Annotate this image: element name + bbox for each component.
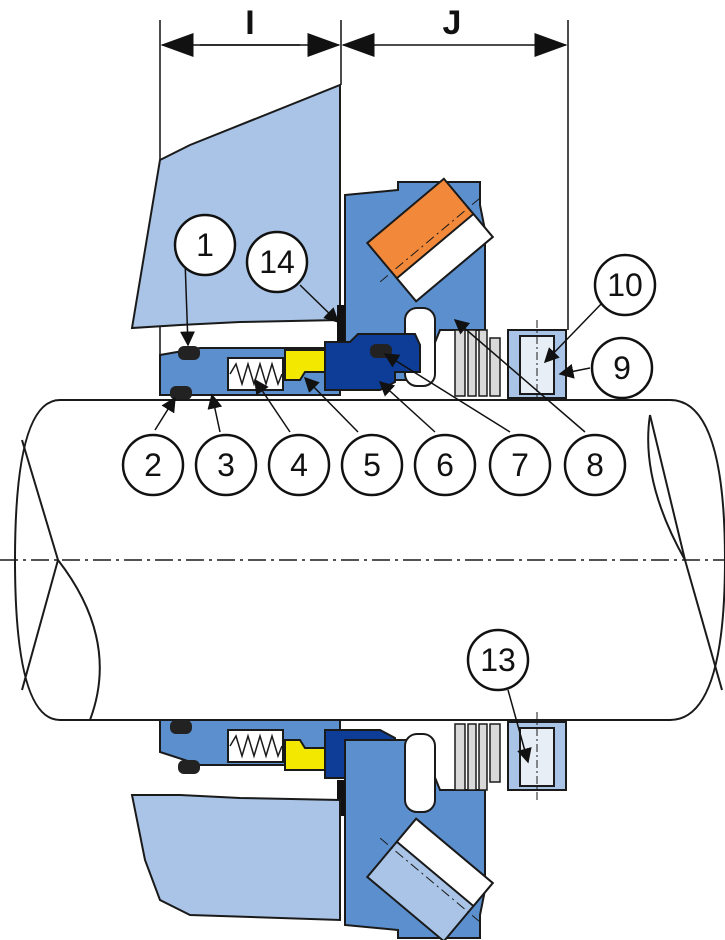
shaft-break-right-1 [649, 414, 686, 561]
shaft-break-right-2 [684, 559, 723, 691]
upper-o-ring-1 [178, 346, 200, 360]
upper-spring [229, 361, 283, 387]
callout-4-label: 4 [290, 447, 308, 483]
upper-seal-assembly [159, 177, 567, 410]
leader-lines [154, 259, 606, 764]
callout-7-label: 7 [511, 447, 529, 483]
callout-5-label: 5 [363, 447, 381, 483]
upper-gasket [337, 305, 345, 341]
shaft-break-right-curve [647, 414, 686, 561]
shaft-break-left-2 [21, 559, 59, 691]
callout-1-label: 1 [196, 227, 214, 263]
upper-seal-ring [324, 333, 421, 391]
callout-14: 14 [245, 230, 309, 294]
lower-housing [130, 794, 341, 922]
shaft-break-left-curve [57, 559, 101, 721]
lower-o-ring-2 [178, 760, 200, 774]
callout-8-label: 8 [586, 447, 604, 483]
callout-4: 4 [267, 433, 331, 497]
shaft-break-left-1 [21, 439, 59, 561]
callout-9-label: 9 [613, 350, 631, 386]
callout-13: 13 [466, 628, 530, 692]
dimension-label-i: I [245, 4, 254, 42]
lower-spring-chamber [227, 729, 284, 763]
callout-13-label: 13 [480, 642, 516, 678]
callout-5: 5 [340, 433, 404, 497]
callout-10: 10 [593, 253, 657, 317]
callout-1: 1 [173, 213, 237, 277]
callout-3-label: 3 [217, 447, 235, 483]
callout-2-label: 2 [144, 447, 162, 483]
upper-o-ring-2 [170, 386, 192, 400]
callout-6-label: 6 [436, 447, 454, 483]
lower-o-ring-1 [170, 720, 192, 734]
lower-spring [229, 733, 283, 759]
lower-gasket [337, 780, 345, 816]
callout-3: 3 [194, 433, 258, 497]
callout-6: 6 [413, 433, 477, 497]
callout-7: 7 [488, 433, 552, 497]
callout-9: 9 [590, 336, 654, 400]
callout-2: 2 [121, 433, 185, 497]
upper-housing [130, 83, 341, 330]
shaft [13, 399, 725, 721]
callout-14-label: 14 [259, 244, 295, 280]
dimension-label-j: J [443, 4, 462, 42]
callout-8: 8 [563, 433, 627, 497]
callout-10-label: 10 [607, 267, 643, 303]
lower-ridges [454, 723, 501, 791]
lower-seal-assembly [159, 712, 567, 940]
lower-face-insert [404, 733, 436, 813]
